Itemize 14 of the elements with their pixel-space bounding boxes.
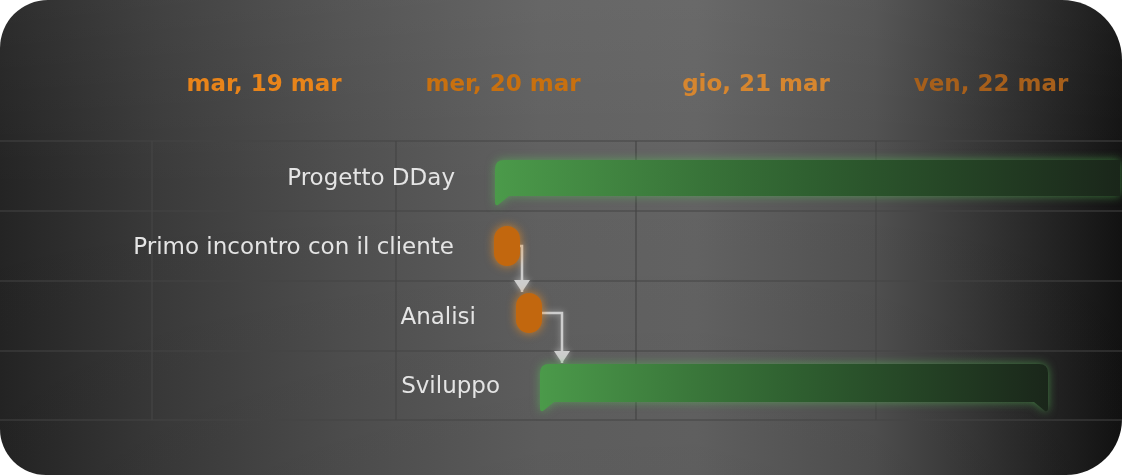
task-label: Primo incontro con il cliente [133, 232, 454, 260]
milestone-pill [516, 293, 542, 333]
date-header: mer, 20 mar [425, 69, 581, 97]
dependency-arrow [514, 244, 530, 292]
dependency-arrow [542, 311, 570, 363]
task-label: Analisi [400, 302, 476, 330]
task-label: Progetto DDay [287, 163, 455, 191]
task-label: Sviluppo [401, 371, 500, 399]
date-header: mar, 19 mar [186, 69, 342, 97]
date-header: ven, 22 mar [913, 69, 1069, 97]
milestone-pill [494, 226, 520, 266]
task-bar [495, 160, 1120, 206]
task-bar [540, 364, 1048, 412]
date-header: gio, 21 mar [682, 69, 830, 97]
